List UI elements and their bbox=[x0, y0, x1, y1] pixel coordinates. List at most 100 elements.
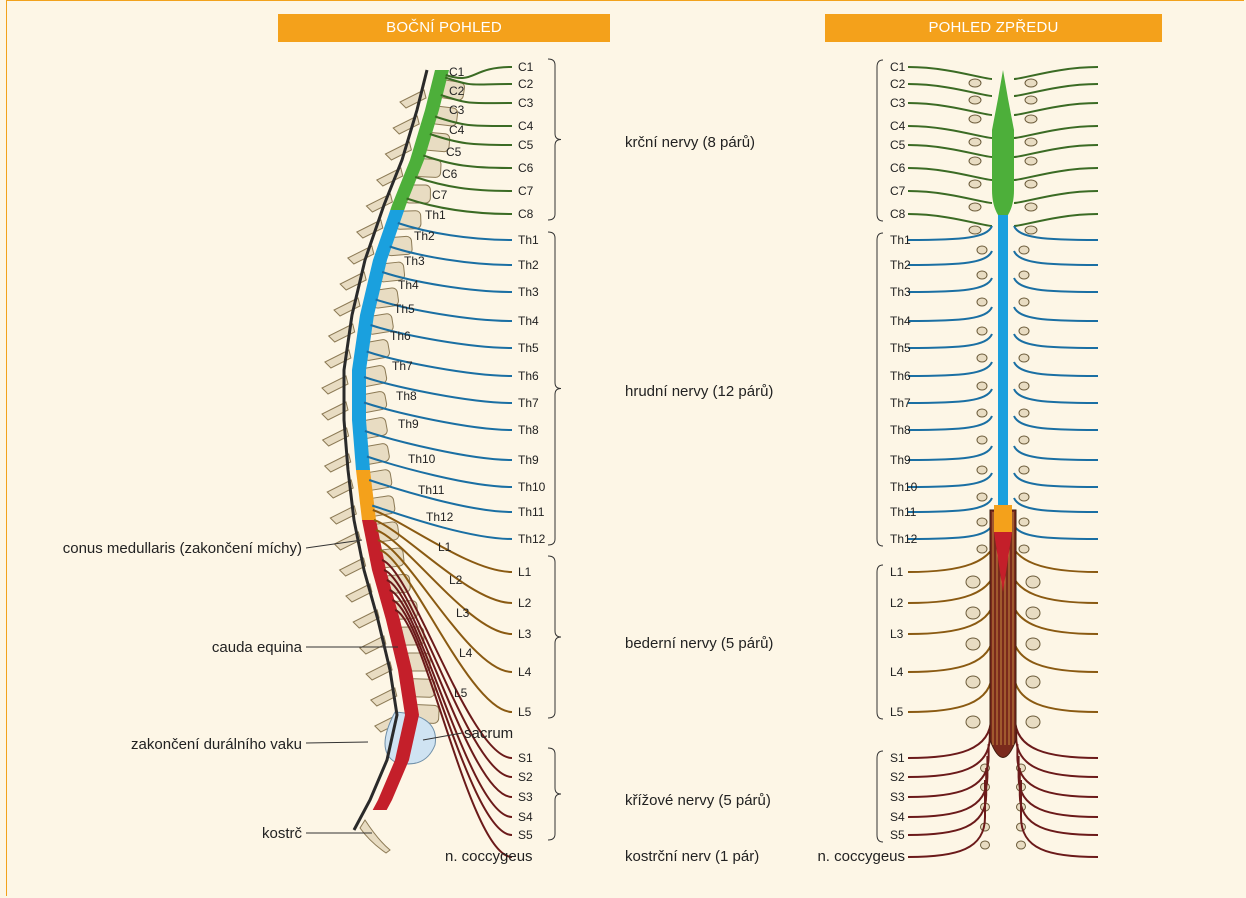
lateral-label-l2: L2 bbox=[518, 596, 532, 610]
front-nerve-th6-left bbox=[908, 362, 992, 376]
lateral-inner-label-c7: C7 bbox=[432, 188, 448, 202]
front-label-th7: Th7 bbox=[890, 396, 911, 410]
lateral-view: C1C2C3C4C5C6C7C8Th1Th2Th3Th4Th5Th6Th7Th8… bbox=[306, 59, 561, 865]
lateral-label-th3: Th3 bbox=[518, 285, 539, 299]
front-view: C1C2C3C4C5C6C7C8Th1Th2Th3Th4Th5Th6Th7Th8… bbox=[817, 60, 1098, 865]
front-nerve-th7-left bbox=[908, 389, 992, 403]
dural-sac-end-label: zakončení durálního vaku bbox=[131, 736, 302, 753]
front-label-th1: Th1 bbox=[890, 233, 911, 247]
coccyx-label: kostrč bbox=[262, 825, 303, 842]
front-nerve-l3-left bbox=[908, 517, 995, 634]
front-vertebra-right bbox=[1019, 298, 1029, 306]
front-vertebra-left bbox=[981, 841, 990, 849]
front-vertebra-left bbox=[977, 382, 987, 390]
front-vertebra-left bbox=[969, 226, 981, 234]
lateral-label-s1: S1 bbox=[518, 751, 533, 765]
front-nerve-c3-right bbox=[1014, 103, 1098, 115]
front-label-th12: Th12 bbox=[890, 532, 918, 546]
front-label-th4: Th4 bbox=[890, 314, 911, 328]
front-vertebra-right bbox=[1025, 96, 1037, 104]
lateral-inner-label-c5: C5 bbox=[446, 145, 462, 159]
lateral-inner-label-c4: C4 bbox=[449, 123, 465, 137]
front-vertebra-left bbox=[969, 203, 981, 211]
lateral-inner-label-l5: L5 bbox=[454, 686, 468, 700]
lateral-label-th8: Th8 bbox=[518, 423, 539, 437]
front-label-s3: S3 bbox=[890, 790, 905, 804]
front-vertebra-right bbox=[1019, 466, 1029, 474]
front-vertebra-right bbox=[1019, 409, 1029, 417]
group-label-thoracic: hrudní nervy (12 párů) bbox=[625, 383, 773, 400]
front-vertebra-right bbox=[1025, 203, 1037, 211]
front-nerve-s5-left bbox=[908, 768, 986, 835]
lateral-inner-label-th8: Th8 bbox=[396, 389, 417, 403]
front-vertebra-left bbox=[977, 545, 987, 553]
front-label-n-coccygeus: n. coccygeus bbox=[817, 848, 905, 865]
front-vertebra-right bbox=[1026, 676, 1040, 688]
front-vertebra-left bbox=[966, 676, 980, 688]
lateral-inner-label-c6: C6 bbox=[442, 167, 458, 181]
front-vertebra-left bbox=[977, 246, 987, 254]
front-nerve-l3-right bbox=[1011, 517, 1098, 634]
front-vertebra-right bbox=[1025, 180, 1037, 188]
front-label-th8: Th8 bbox=[890, 423, 911, 437]
front-nerve-c1-right bbox=[1014, 67, 1098, 79]
front-vertebra-left bbox=[969, 180, 981, 188]
front-vertebra-left bbox=[977, 466, 987, 474]
front-vertebra-right bbox=[1025, 157, 1037, 165]
front-nerve-c4-left bbox=[908, 126, 992, 138]
lateral-label-s5: S5 bbox=[518, 828, 533, 842]
lateral-label-l5: L5 bbox=[518, 705, 532, 719]
front-nerve-th12-right bbox=[1014, 525, 1098, 539]
front-label-th6: Th6 bbox=[890, 369, 911, 383]
front-label-l3: L3 bbox=[890, 627, 904, 641]
lateral-inner-label-l4: L4 bbox=[459, 646, 473, 660]
front-label-c3: C3 bbox=[890, 96, 906, 110]
group-label-sacral: křížové nervy (5 párů) bbox=[625, 792, 771, 809]
group-label-cervical: krční nervy (8 párů) bbox=[625, 134, 755, 151]
lateral-inner-label-l1: L1 bbox=[438, 540, 452, 554]
front-nerve-s3-left bbox=[908, 744, 989, 797]
cauda-equina-label: cauda equina bbox=[212, 639, 303, 656]
lateral-inner-label-c1: C1 bbox=[449, 65, 465, 79]
front-vertebra-left bbox=[977, 436, 987, 444]
front-vertebra-left bbox=[969, 115, 981, 123]
front-nerve-c5-left bbox=[908, 145, 992, 157]
front-label-c6: C6 bbox=[890, 161, 906, 175]
front-vertebra-right bbox=[1019, 382, 1029, 390]
front-nerve-c8-left bbox=[908, 214, 992, 226]
lateral-inner-label-l2: L2 bbox=[449, 573, 463, 587]
front-vertebra-right bbox=[1025, 79, 1037, 87]
lateral-label-l4: L4 bbox=[518, 665, 532, 679]
front-nerve-th4-right bbox=[1014, 307, 1098, 321]
front-nerve-s3-right bbox=[1017, 744, 1098, 797]
front-vertebra-right bbox=[1019, 271, 1029, 279]
front-vertebra-left bbox=[977, 354, 987, 362]
front-label-th9: Th9 bbox=[890, 453, 911, 467]
front-nerve-c6-left bbox=[908, 168, 992, 180]
front-nerve-c7-left bbox=[908, 191, 992, 203]
front-vertebra-right bbox=[1017, 841, 1026, 849]
lateral-inner-label-th10: Th10 bbox=[408, 452, 436, 466]
conus-medullaris-label: conus medullaris (zakončení míchy) bbox=[63, 540, 302, 557]
front-nerve-th10-left bbox=[908, 473, 992, 487]
lateral-label-th12: Th12 bbox=[518, 532, 546, 546]
lateral-label-th5: Th5 bbox=[518, 341, 539, 355]
lateral-inner-label-th4: Th4 bbox=[398, 278, 419, 292]
front-vertebra-left bbox=[969, 157, 981, 165]
front-label-c1: C1 bbox=[890, 60, 906, 74]
front-nerve-th5-right bbox=[1014, 334, 1098, 348]
front-vertebra-left bbox=[966, 716, 980, 728]
front-vertebra-right bbox=[1026, 607, 1040, 619]
front-label-th3: Th3 bbox=[890, 285, 911, 299]
front-bracket bbox=[877, 565, 883, 719]
lateral-label-c7: C7 bbox=[518, 184, 534, 198]
front-vertebra-right bbox=[1019, 354, 1029, 362]
lateral-label-th9: Th9 bbox=[518, 453, 539, 467]
front-vertebra-left bbox=[977, 298, 987, 306]
front-label-th5: Th5 bbox=[890, 341, 911, 355]
group-label-coccygeal: kostrční nerv (1 pár) bbox=[625, 848, 759, 865]
lateral-inner-label-th6: Th6 bbox=[390, 329, 411, 343]
front-vertebra-left bbox=[977, 409, 987, 417]
front-vertebra-right bbox=[1019, 545, 1029, 553]
front-conus-medullaris bbox=[994, 505, 1012, 532]
